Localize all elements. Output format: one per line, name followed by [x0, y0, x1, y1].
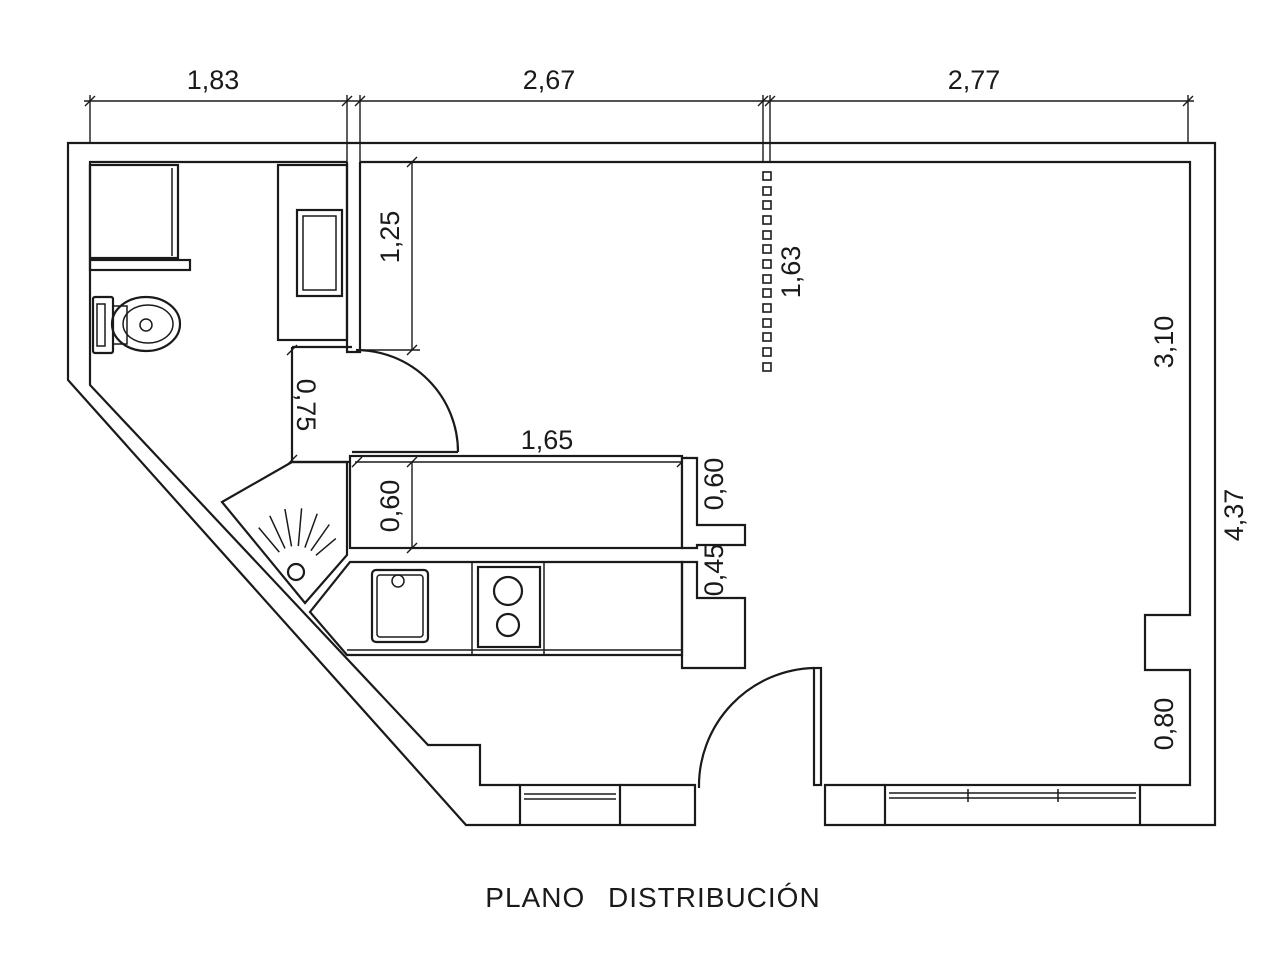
washbasin-cabinet [276, 163, 349, 342]
wall-right-of-door [823, 783, 885, 827]
toilet-tank-detail [96, 303, 106, 347]
dot-square [762, 303, 772, 313]
window-right [883, 783, 1142, 827]
shower-drain [286, 562, 306, 582]
dot-square [762, 288, 772, 298]
shower-tray [220, 460, 349, 605]
storage-unit [88, 163, 180, 260]
dot-square [762, 274, 772, 284]
dot-square [762, 244, 772, 254]
sink [370, 568, 430, 644]
outer-wall-line [66, 141, 1217, 827]
toilet-drain [139, 318, 153, 332]
wall-between-window-and-door [620, 783, 697, 827]
dimension-bath-door: 0,75 [291, 379, 321, 432]
dot-square [762, 362, 772, 372]
dimension-ticks [84, 95, 1194, 107]
burner-small [495, 612, 521, 638]
plan-title: PLANO DISTRIBUCIÓN [485, 882, 820, 913]
counter-lower [308, 560, 684, 657]
inner-wall-line-right [360, 160, 1192, 787]
shower-tray-ribs [258, 508, 337, 556]
dimension-wall-lower: 0,45 [699, 544, 729, 597]
shelf [88, 258, 192, 272]
window-glass [524, 793, 616, 800]
wall-stub-lower [680, 560, 747, 670]
door-leaf [812, 666, 823, 787]
cooktop-surface [476, 565, 542, 649]
right-dimensions: 3,10 4,37 0,80 [1149, 316, 1249, 751]
dimension-top-right: 2,77 [948, 65, 1001, 95]
wall-stub-upper [680, 456, 747, 550]
kitchen: 1,65 0,60 0,60 0,45 [308, 425, 747, 670]
window-glass [889, 789, 1136, 802]
dot-square [762, 318, 772, 328]
top-dimension-chain: 1,83 2,67 2,77 [84, 65, 1194, 162]
sink-basin-inner [376, 574, 424, 638]
dimension-right-upper: 3,10 [1149, 316, 1179, 369]
exterior-walls [66, 141, 1217, 827]
bathroom-partition: 1,25 0,75 [286, 156, 460, 466]
washbasin-inner [302, 215, 337, 291]
dot-square [762, 259, 772, 269]
toilet-seat [122, 304, 174, 344]
dimension-counter-length: 1,65 [521, 425, 574, 455]
toilet-tank [91, 295, 115, 355]
dimension-counter-depth: 0,60 [375, 480, 405, 533]
dimension-right-lower: 0,80 [1149, 698, 1179, 751]
dimension-wall-upper: 0,60 [699, 458, 729, 511]
dot-square [762, 347, 772, 357]
dimension-ticks [362, 156, 420, 356]
partition-wall [345, 162, 362, 354]
cooktop [476, 565, 542, 649]
burner-large [492, 575, 524, 607]
entrance-door [697, 666, 823, 789]
sink-basin [370, 568, 430, 644]
dot-square [762, 171, 772, 181]
sink-drain [391, 574, 405, 588]
dimension-top-left: 1,83 [187, 65, 240, 95]
cabinet [276, 163, 349, 342]
dot-square [762, 186, 772, 196]
toilet-bowl [110, 295, 182, 353]
window-left [518, 783, 622, 827]
bathroom-fixtures [88, 163, 349, 605]
dimension-dotted-line: 1,63 [776, 246, 806, 299]
dot-square [762, 200, 772, 210]
door-swing-arc [697, 666, 815, 789]
dot-square [762, 215, 772, 225]
dimension-bath-partition: 1,25 [375, 211, 405, 264]
window-frame [883, 783, 1142, 827]
toilet [91, 295, 182, 355]
window-frame [518, 783, 622, 827]
inner-wall-line-left [88, 160, 520, 787]
washbasin-outer [295, 208, 344, 298]
dimension-right-total: 4,37 [1219, 489, 1249, 542]
shower-outline [220, 460, 349, 605]
dot-square [762, 230, 772, 240]
dimension-top-middle: 2,67 [523, 65, 576, 95]
dot-square [762, 332, 772, 342]
bathroom-door-swing-arc [355, 348, 460, 453]
dotted-line: 1,63 [762, 171, 806, 372]
